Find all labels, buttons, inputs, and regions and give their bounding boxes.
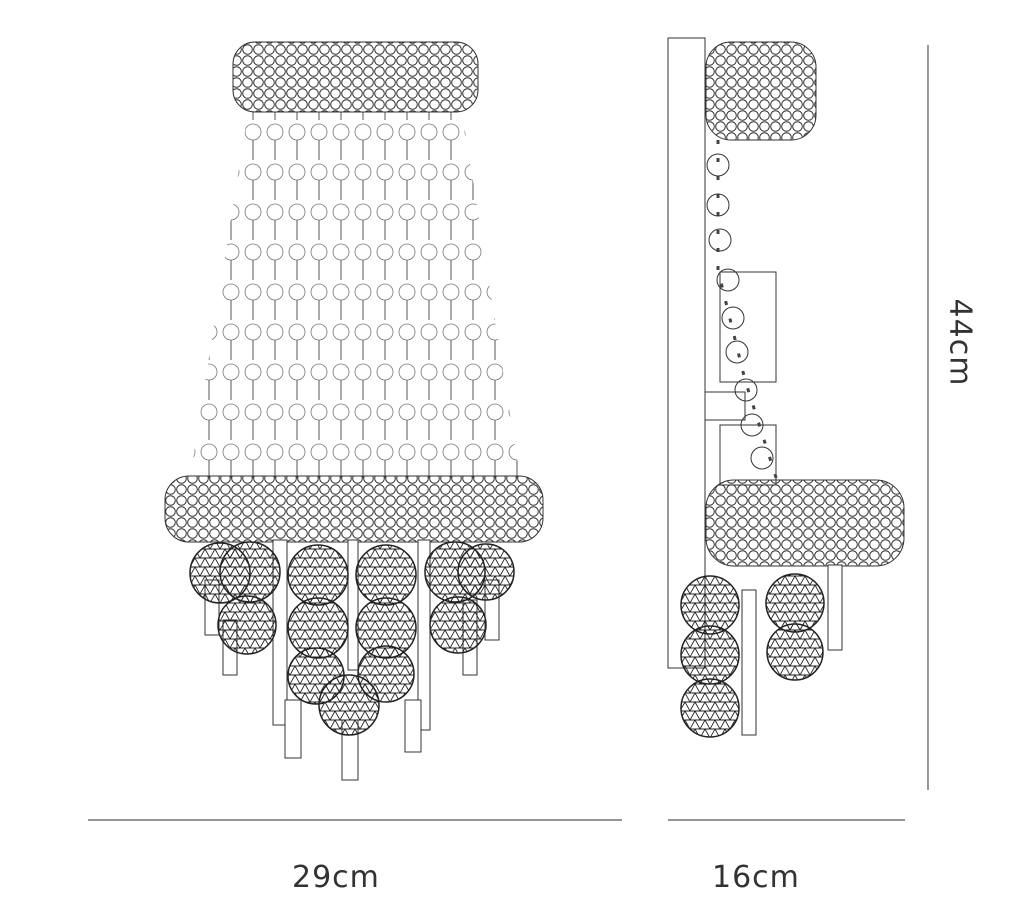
front-width-label: 29cm bbox=[292, 860, 380, 895]
side-view bbox=[667, 37, 905, 738]
top-bead-band bbox=[232, 41, 479, 113]
front-view bbox=[164, 41, 544, 781]
strand-skirt bbox=[190, 112, 520, 478]
bottom-bead-band bbox=[164, 475, 544, 543]
side-width-label: 16cm bbox=[712, 860, 800, 895]
height-label: 44cm bbox=[942, 298, 978, 387]
side-strand bbox=[716, 140, 782, 491]
crystal-balls bbox=[189, 541, 515, 736]
side-bottom-band bbox=[705, 479, 905, 567]
side-top-band bbox=[705, 41, 817, 141]
back-plate bbox=[667, 37, 706, 669]
